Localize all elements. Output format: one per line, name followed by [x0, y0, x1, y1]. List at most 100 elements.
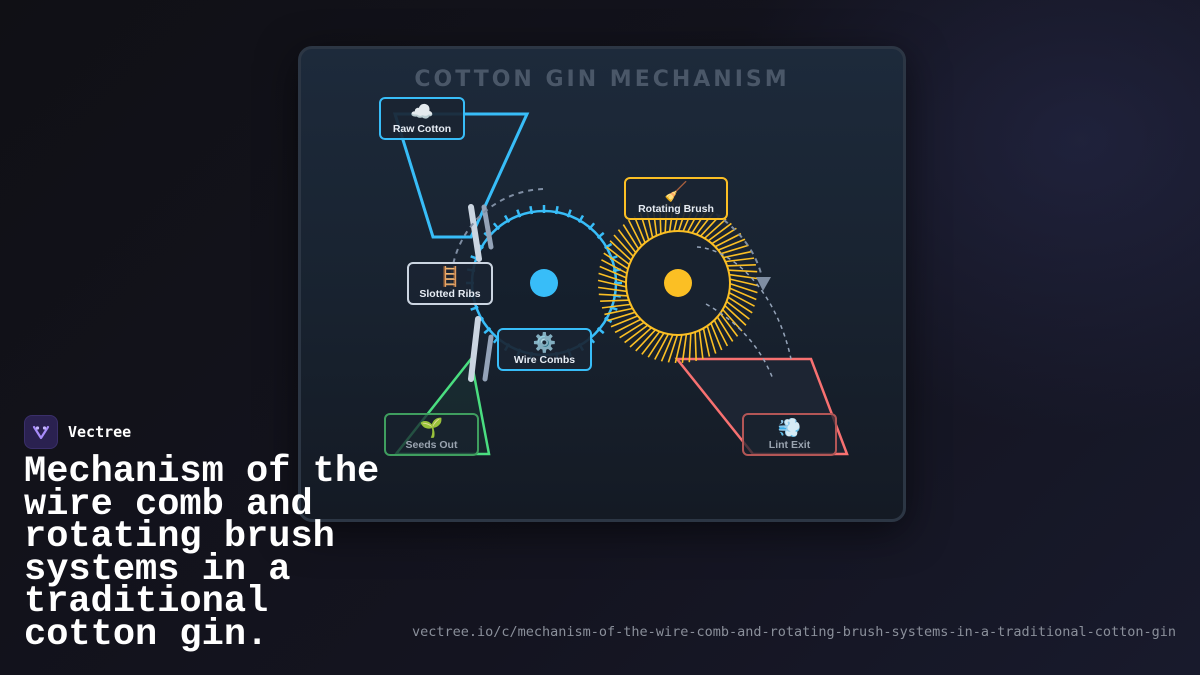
brush-bristle: [617, 229, 638, 255]
brush-bristle: [622, 224, 641, 252]
brush-hub: [664, 269, 692, 297]
label-wire-combs-text: Wire Combs: [513, 354, 576, 366]
brush-bristle: [694, 329, 697, 361]
seedling-icon: 🌱: [419, 418, 444, 439]
brush-bristle: [702, 326, 711, 357]
brush-bristle: [624, 323, 650, 344]
brush-rotation-arrow: [756, 277, 771, 291]
brush-bristle: [706, 222, 732, 243]
gear-icon: ⚙️: [532, 333, 557, 354]
wire-tooth: [596, 327, 605, 335]
brush-bristle: [709, 321, 723, 351]
brush-bristle: [641, 329, 662, 355]
brush-bristle: [635, 327, 658, 352]
brush-bristle: [609, 240, 634, 263]
label-raw-cotton: ☁️ Raw Cotton: [379, 97, 465, 140]
brush-bristle: [607, 310, 638, 322]
diagram-card: COTTON GIN MECHANISM: [298, 46, 906, 522]
brush-bristle: [660, 332, 675, 362]
brush-bristle: [610, 314, 640, 328]
brush-bristle: [712, 232, 742, 249]
brush-bristle: [606, 246, 632, 267]
brush-bristle: [716, 238, 746, 252]
brush-bristle: [726, 290, 755, 307]
brand-name: Vectree: [68, 423, 132, 441]
brush-bristle: [727, 282, 758, 294]
brush-bristle: [725, 295, 753, 314]
brush-bristle: [604, 307, 635, 316]
brush-bristle: [727, 286, 757, 301]
brush-bristle: [702, 218, 727, 241]
wire-tooth: [596, 231, 605, 239]
label-raw-cotton-text: Raw Cotton: [392, 123, 452, 135]
wire-tooth: [554, 205, 559, 215]
wind-icon: 💨: [777, 418, 802, 439]
label-wire-combs: ⚙️ Wire Combs: [497, 328, 592, 371]
brush-bristle: [721, 250, 752, 259]
brush-bristle: [647, 330, 666, 358]
broom-icon: 🧹: [664, 182, 688, 203]
brush-bristle: [601, 303, 633, 309]
label-seeds-out: 🌱 Seeds Out: [384, 413, 479, 456]
brush-bristle: [598, 286, 629, 293]
brush-bristle: [726, 269, 758, 273]
brand: Vectree: [24, 415, 131, 449]
brush-bristle: [705, 323, 717, 354]
brush-bristle: [718, 244, 749, 256]
brush-bristle: [619, 320, 647, 339]
brush-bristle: [720, 307, 743, 332]
brush-bristle: [688, 331, 692, 363]
brush-bristle: [599, 265, 629, 280]
rotating-brush: [597, 202, 759, 364]
label-slotted-ribs-text: Slotted Ribs: [419, 288, 481, 300]
brush-bristle: [715, 314, 734, 342]
cotton-gin-diagram: [392, 112, 849, 456]
wire-tooth: [529, 205, 534, 215]
brush-bristle: [727, 277, 759, 287]
diagram-title: COTTON GIN MECHANISM: [414, 67, 790, 92]
label-rotating-brush-text: Rotating Brush: [638, 203, 714, 215]
cloud-icon: ☁️: [410, 102, 434, 123]
brush-bristle: [724, 299, 750, 320]
brush-bristle: [629, 325, 654, 348]
brush-bristle: [723, 257, 755, 263]
brush-bristle: [614, 317, 644, 334]
brush-bristle: [597, 279, 629, 289]
brush-bristle: [633, 215, 647, 245]
vectree-logo-icon: [24, 415, 58, 449]
brush-bristle: [627, 219, 644, 249]
brush-bristle: [709, 227, 737, 246]
brush-rotation-arc: [715, 213, 764, 282]
brush-bristle: [613, 234, 636, 259]
brush-bristle: [654, 331, 671, 360]
wire-tooth: [503, 214, 511, 224]
brush-bristle: [722, 303, 747, 326]
brush-bristle: [681, 332, 688, 363]
brush-bristle: [727, 273, 758, 280]
wire-tooth: [577, 214, 585, 224]
brush-bristle: [600, 299, 632, 302]
brush-bristle: [674, 332, 684, 364]
wire-tooth: [470, 305, 479, 311]
page-url[interactable]: vectree.io/c/mechanism-of-the-wire-comb-…: [411, 624, 1176, 640]
slotted-ribs: [468, 204, 494, 382]
wire-tooth: [566, 209, 572, 218]
brush-bristle: [598, 272, 629, 284]
ladder-icon: 🪜: [438, 267, 462, 288]
headline: Mechanism of the wire comb and rotating …: [24, 451, 380, 656]
label-lint-exit-text: Lint Exit: [768, 439, 811, 451]
label-rotating-brush: 🧹 Rotating Brush: [624, 177, 728, 220]
label-seeds-out-text: Seeds Out: [405, 439, 458, 451]
label-slotted-ribs: 🪜 Slotted Ribs: [407, 262, 493, 305]
brush-bristle: [603, 252, 631, 271]
hopper: [392, 112, 530, 239]
wire-tooth: [516, 209, 522, 218]
wire-cylinder-hub: [530, 269, 558, 297]
lint-flow-path: [696, 246, 792, 360]
brush-bristle: [598, 293, 630, 297]
brush-bristle: [718, 311, 739, 337]
wire-tooth: [492, 222, 500, 231]
wire-tooth: [603, 242, 613, 250]
wire-tooth: [483, 327, 492, 335]
brush-bristle: [601, 259, 630, 276]
